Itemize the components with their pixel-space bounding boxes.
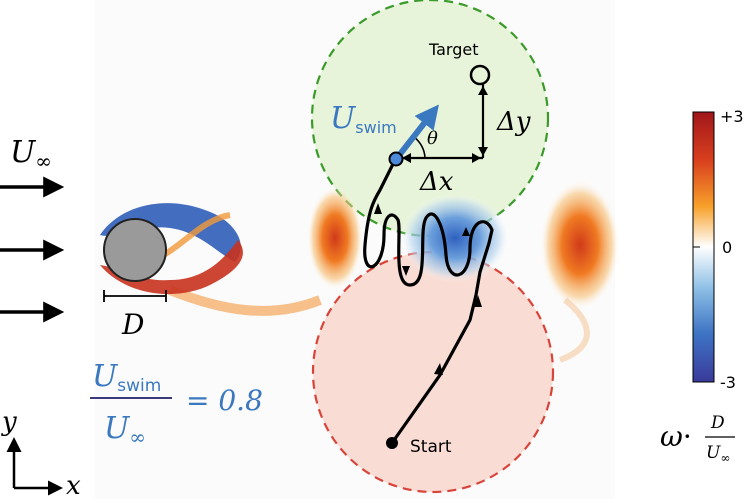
ratio-denominator: U∞ <box>104 411 146 449</box>
start-zone <box>311 250 555 494</box>
vortex-red-2 <box>540 180 620 310</box>
ratio-numerator: Uswim <box>92 359 161 396</box>
colorbar-title-denominator: U∞ <box>706 443 730 465</box>
trajectory-arrow-3 <box>402 266 410 276</box>
axis-x-label: x <box>66 471 81 499</box>
dx-label: Δx <box>419 167 454 197</box>
diameter-label: D <box>121 308 144 341</box>
dx-arrowhead-right <box>472 153 481 163</box>
swim-velocity-arrow <box>394 104 439 160</box>
dy-arrowhead-bottom <box>478 147 488 156</box>
trajectory-arrow-4 <box>462 227 470 236</box>
theta-label: θ <box>427 128 438 149</box>
u-swim-label: Uswim <box>330 101 397 137</box>
trajectory-arrow-5 <box>374 203 382 214</box>
dy-label: Δy <box>496 107 531 137</box>
colorbar-max-label: +3 <box>720 107 744 126</box>
cylinder <box>103 218 167 282</box>
u-inf-label: U∞ <box>10 135 52 173</box>
swimmer <box>388 151 404 167</box>
axis-y-label: y <box>1 407 17 437</box>
target-label: Target <box>428 40 479 59</box>
start-point <box>386 437 398 449</box>
vortex-blue-1 <box>400 193 510 283</box>
wake-tail-orange-2 <box>558 297 590 363</box>
colorbar-mid-label: 0 <box>722 238 732 257</box>
start-label: Start <box>410 437 452 457</box>
colorbar-title-omega: ω· <box>660 420 692 453</box>
wake-tail-red <box>168 285 322 316</box>
trajectory-arrow-1 <box>434 363 443 375</box>
colorbar-min-label: -3 <box>720 373 736 392</box>
target-point <box>469 64 491 86</box>
ratio-value: = 0.8 <box>186 384 263 417</box>
near-wake-blue <box>100 203 241 262</box>
dx-arrowhead-left <box>402 153 411 163</box>
vortex-red-1 <box>307 186 363 290</box>
dy-arrowhead-top <box>478 86 488 95</box>
swimmer-trajectory <box>363 159 494 444</box>
trajectory-arrow-2 <box>474 295 482 307</box>
colorbar-title-numerator: D <box>710 413 725 433</box>
